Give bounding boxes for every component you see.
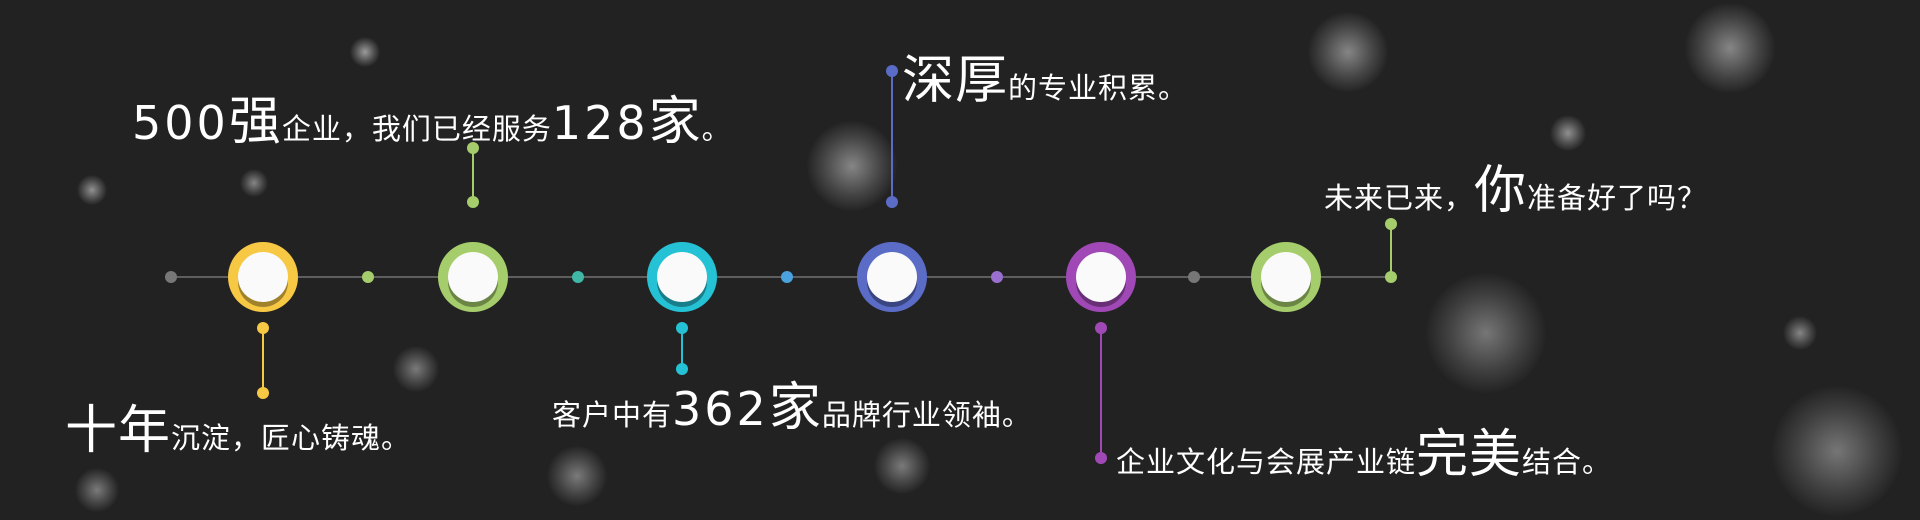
timeline-dot <box>165 271 177 283</box>
bokeh-light <box>547 446 607 506</box>
bokeh-light <box>1783 316 1817 350</box>
caption-4-text: 的专业积累。 <box>1008 71 1189 105</box>
connector-3-end <box>676 363 688 375</box>
connector-3 <box>681 328 683 369</box>
caption-3: 客户中有362家品牌行业领袖。 <box>552 365 1032 440</box>
caption-1-highlight: 十年 <box>65 401 172 461</box>
caption-4-highlight: 深厚 <box>902 51 1009 111</box>
connector-5-end <box>1095 322 1107 334</box>
connector-2-end <box>467 142 479 154</box>
connector-6 <box>1390 224 1392 277</box>
caption-6: 未来已来，你准备好了吗？ <box>1324 148 1707 223</box>
caption-1-text: 沉淀，匠心铸魂。 <box>171 421 412 455</box>
caption-6-text: 未来已来， <box>1324 181 1475 215</box>
caption-5-text: 企业文化与会展产业链 <box>1116 445 1417 479</box>
bokeh-light <box>1550 115 1586 151</box>
timeline-dot <box>362 271 374 283</box>
caption-4: 深厚的专业积累。 <box>902 38 1188 113</box>
connector-4-end <box>886 196 898 208</box>
milestone-node-5[interactable] <box>1066 242 1136 312</box>
connector-1-end <box>257 387 269 399</box>
caption-2-highlight-2: 家 <box>648 92 702 152</box>
bokeh-light <box>1772 386 1902 516</box>
caption-5: 企业文化与会展产业链完美结合。 <box>1116 412 1612 487</box>
connector-5 <box>1100 328 1102 458</box>
timeline-line <box>170 276 1390 278</box>
bokeh-light <box>1685 3 1775 93</box>
milestone-node-3[interactable] <box>647 242 717 312</box>
connector-4-end <box>886 65 898 77</box>
bokeh-light <box>350 37 380 67</box>
caption-3-text-2: 品牌行业领袖。 <box>821 398 1032 432</box>
bokeh-light <box>77 175 107 205</box>
caption-2: 500强企业，我们已经服务128家。 <box>132 79 732 154</box>
caption-5-highlight: 完美 <box>1416 425 1523 485</box>
connector-1 <box>262 328 264 393</box>
connector-1-end <box>257 322 269 334</box>
bokeh-light <box>874 438 930 494</box>
caption-2-number: 500 <box>132 96 229 150</box>
milestone-node-2[interactable] <box>438 242 508 312</box>
milestone-node-6[interactable] <box>1251 242 1321 312</box>
caption-3-number: 362 <box>672 382 769 436</box>
caption-2-highlight: 强 <box>228 92 282 152</box>
bokeh-light <box>1308 12 1388 92</box>
caption-5-text-2: 结合。 <box>1522 445 1613 479</box>
bokeh-light <box>1426 273 1546 393</box>
connector-2-end <box>467 196 479 208</box>
caption-2-text-2: 。 <box>701 112 732 146</box>
bokeh-light <box>75 468 119 512</box>
timeline-dot <box>1385 271 1397 283</box>
timeline-dot <box>991 271 1003 283</box>
connector-3-end <box>676 322 688 334</box>
timeline-dot <box>781 271 793 283</box>
bokeh-light <box>807 121 897 211</box>
bokeh-light <box>393 346 439 392</box>
caption-6-highlight: 你 <box>1474 161 1528 221</box>
caption-3-highlight: 家 <box>768 378 822 438</box>
caption-1: 十年沉淀，匠心铸魂。 <box>65 388 411 463</box>
timeline-dot <box>572 271 584 283</box>
caption-2-text: 企业，我们已经服务 <box>281 112 552 146</box>
caption-2-number-2: 128 <box>551 96 649 150</box>
connector-5-end <box>1095 452 1107 464</box>
caption-6-text-2: 准备好了吗？ <box>1527 181 1708 215</box>
connector-6-end <box>1385 218 1397 230</box>
caption-3-text: 客户中有 <box>552 398 673 432</box>
connector-4 <box>891 71 893 202</box>
connector-2 <box>472 148 474 202</box>
bokeh-light <box>240 169 268 197</box>
milestone-node-4[interactable] <box>857 242 927 312</box>
milestone-node-1[interactable] <box>228 242 298 312</box>
timeline-dot <box>1188 271 1200 283</box>
